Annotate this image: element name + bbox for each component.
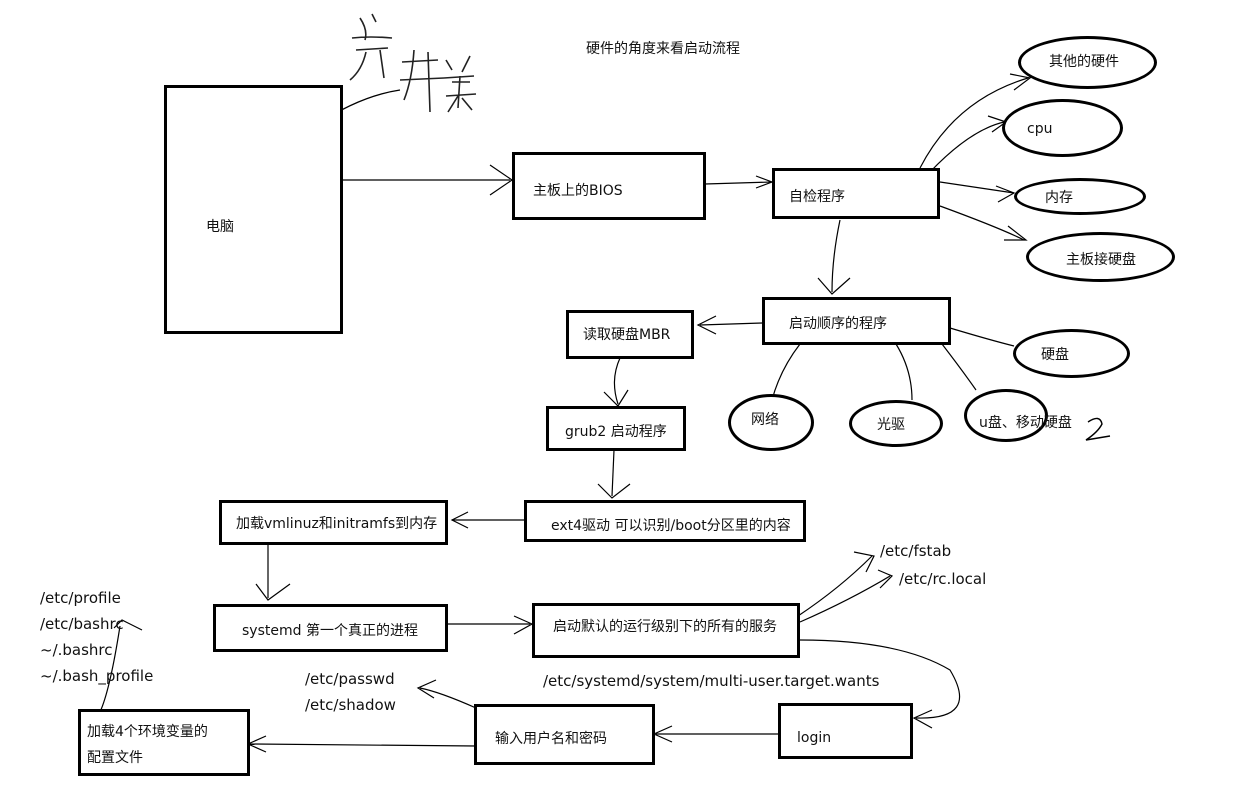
other-hardware-label: 其他的硬件 — [1049, 54, 1119, 70]
network-label: 网络 — [751, 412, 779, 428]
memory-oval: 内存 — [1014, 178, 1146, 215]
other-hardware-oval: 其他的硬件 — [1018, 36, 1157, 89]
selftest-label: 自检程序 — [789, 189, 845, 205]
optical-drive-label: 光驱 — [877, 417, 905, 433]
bios-label: 主板上的BIOS — [533, 183, 623, 199]
services-box: 启动默认的运行级别下的所有的服务 — [532, 603, 800, 658]
disk-oval: 硬盘 — [1013, 329, 1130, 378]
boot-order-label: 启动顺序的程序 — [789, 316, 887, 332]
services-label: 启动默认的运行级别下的所有的服务 — [553, 619, 777, 635]
ext4-box: ext4驱动 可以识别/boot分区里的内容 — [524, 500, 806, 542]
login-label: login — [797, 730, 832, 746]
cpu-label: cpu — [1027, 121, 1053, 137]
read-mbr-box: 读取硬盘MBR — [566, 310, 694, 359]
usb-label: u盘、移动硬盘 — [979, 415, 1072, 431]
mb-disk-label: 主板接硬盘 — [1066, 252, 1136, 268]
connectors — [99, 73, 1032, 753]
cpu-oval: cpu — [1002, 99, 1123, 157]
load-kernel-box: 加载vmlinuz和initramfs到内存 — [219, 500, 448, 545]
profile-label: /etc/profile — [40, 589, 121, 607]
load-env-box: 加载4个环境变量的 配置文件 — [78, 709, 250, 776]
login-box: login — [778, 703, 913, 759]
rclocal-label: /etc/rc.local — [899, 570, 987, 588]
passwd-label: /etc/passwd — [305, 670, 395, 688]
shadow-label: /etc/shadow — [305, 696, 396, 714]
usb-oval: u盘、移动硬盘 — [964, 389, 1072, 442]
selftest-box: 自检程序 — [772, 168, 940, 219]
ext4-label: ext4驱动 可以识别/boot分区里的内容 — [551, 518, 791, 534]
computer-box: 电脑 — [164, 85, 343, 334]
handwritten-kaiji — [349, 13, 477, 113]
fstab-label: /etc/fstab — [880, 542, 952, 560]
grub2-label: grub2 启动程序 — [565, 424, 667, 440]
grub2-box: grub2 启动程序 — [546, 406, 686, 451]
bash-profile-label: ~/.bash_profile — [40, 667, 154, 685]
diagram-title: 硬件的角度来看启动流程 — [586, 41, 740, 57]
systemd-box: systemd 第一个真正的进程 — [213, 604, 448, 652]
systemd-label: systemd 第一个真正的进程 — [242, 623, 418, 639]
bios-box: 主板上的BIOS — [512, 152, 706, 220]
read-mbr-label: 读取硬盘MBR — [583, 327, 671, 343]
load-env-label-line1: 加载4个环境变量的 — [87, 724, 208, 740]
bashrc-etc-label: /etc/bashrc — [40, 615, 124, 633]
optical-drive-oval: 光驱 — [849, 400, 943, 447]
input-user-box: 输入用户名和密码 — [474, 704, 655, 765]
bashrc-home-label: ~/.bashrc — [40, 641, 113, 659]
input-user-label: 输入用户名和密码 — [495, 731, 607, 747]
disk-label: 硬盘 — [1041, 347, 1069, 363]
wants-path-label: /etc/systemd/system/multi-user.target.wa… — [543, 672, 880, 690]
mb-disk-oval: 主板接硬盘 — [1026, 232, 1175, 282]
load-env-label-line2: 配置文件 — [87, 750, 143, 766]
load-kernel-label: 加载vmlinuz和initramfs到内存 — [236, 516, 438, 532]
network-oval: 网络 — [728, 394, 814, 451]
boot-order-box: 启动顺序的程序 — [762, 297, 951, 345]
memory-label: 内存 — [1045, 190, 1073, 206]
computer-label: 电脑 — [206, 219, 234, 235]
